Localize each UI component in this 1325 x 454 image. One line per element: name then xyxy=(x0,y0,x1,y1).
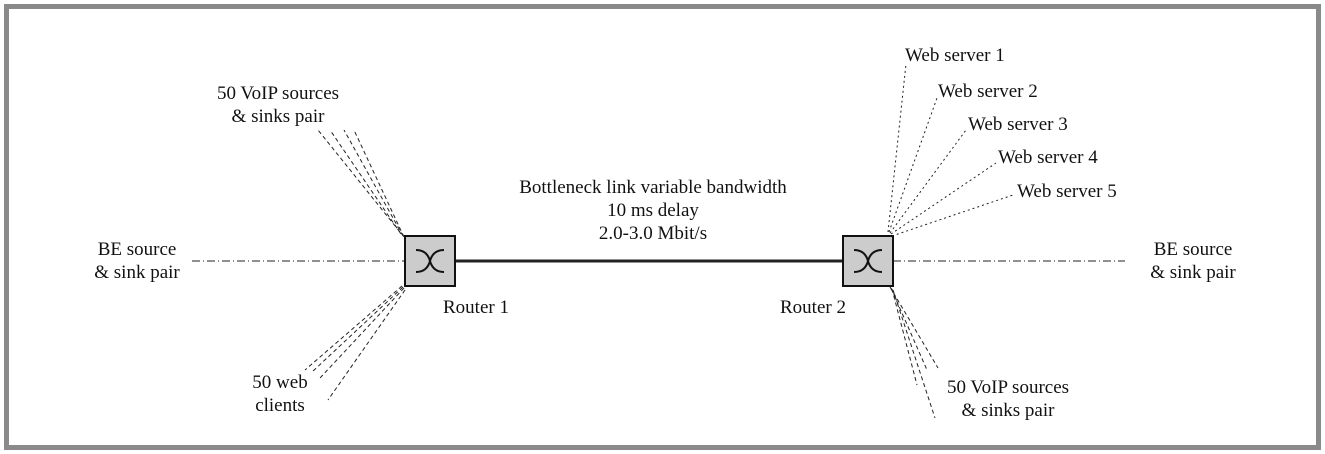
right-voip-line1: 50 VoIP sources xyxy=(946,377,1070,398)
right-voip-links xyxy=(889,286,939,419)
web-server-links xyxy=(887,63,1014,237)
figure-frame xyxy=(4,4,1321,450)
router-2-label: Router 2 xyxy=(780,297,846,318)
left-be-label: BE source & sink pair xyxy=(72,238,202,284)
router-1-icon xyxy=(404,235,456,287)
web-server-5-label: Web server 5 xyxy=(1017,181,1117,202)
right-be-label: BE source & sink pair xyxy=(1128,238,1258,284)
left-voip-label: 50 VoIP sources & sinks pair xyxy=(188,82,368,128)
web-server-1-label: Web server 1 xyxy=(905,45,1005,66)
right-be-line2: & sink pair xyxy=(1150,262,1236,283)
right-be-line1: BE source xyxy=(1153,239,1233,260)
link-label-line3: 2.0-3.0 Mbit/s xyxy=(598,223,708,244)
right-voip-line2: & sinks pair xyxy=(961,400,1055,421)
left-be-line2: & sink pair xyxy=(94,262,180,283)
left-be-line1: BE source xyxy=(97,239,177,260)
web-clients-label: 50 web clients xyxy=(235,371,325,417)
left-web-client-links xyxy=(304,285,406,401)
router-1-label: Router 1 xyxy=(443,297,509,318)
link-label-line2: 10 ms delay xyxy=(607,200,699,221)
left-voip-line2: & sinks pair xyxy=(231,106,325,127)
bottleneck-link-label: Bottleneck link variable bandwidth 10 ms… xyxy=(468,176,838,245)
link-label-line1: Bottleneck link variable bandwidth xyxy=(519,177,787,198)
web-server-3-label: Web server 3 xyxy=(968,114,1068,135)
web-clients-line2: clients xyxy=(255,395,305,416)
web-server-4-label: Web server 4 xyxy=(998,147,1098,168)
right-voip-label: 50 VoIP sources & sinks pair xyxy=(918,376,1098,422)
left-voip-links xyxy=(317,129,405,238)
web-clients-line1: 50 web xyxy=(252,372,308,393)
web-server-2-label: Web server 2 xyxy=(938,81,1038,102)
left-voip-line1: 50 VoIP sources xyxy=(216,83,340,104)
router-2-icon xyxy=(842,235,894,287)
